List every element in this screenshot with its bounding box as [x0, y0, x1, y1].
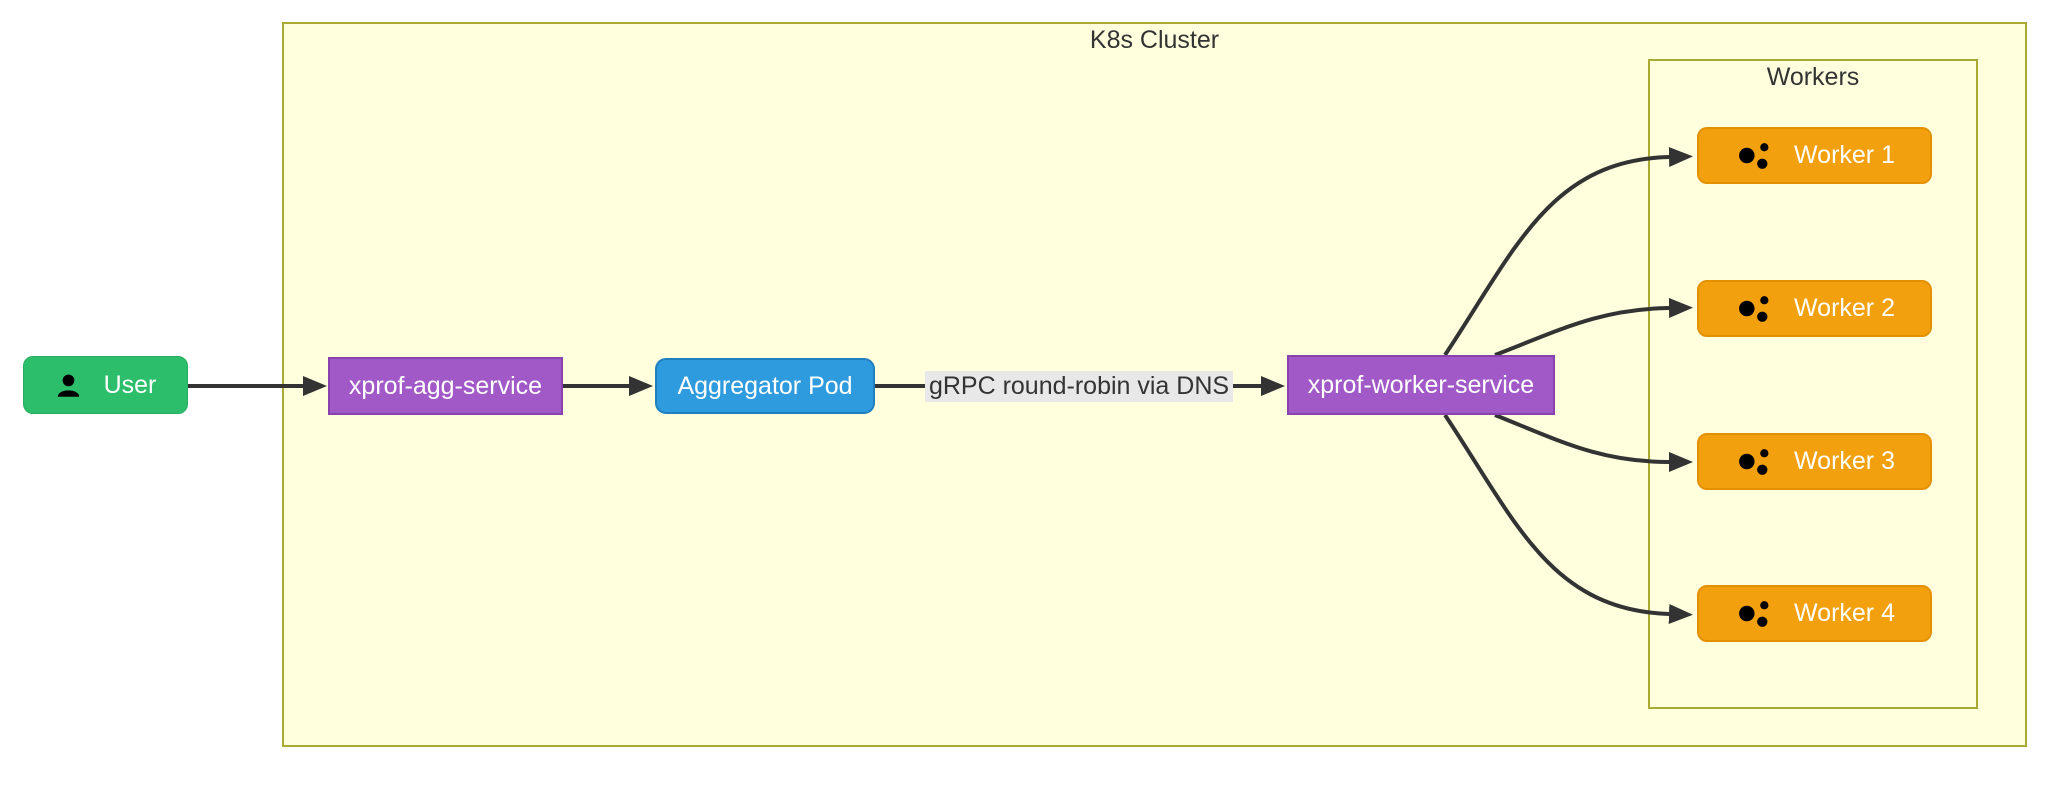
node-worker-4-label: Worker 4: [1794, 599, 1895, 627]
node-xprof-worker-service: xprof-worker-service: [1287, 355, 1555, 415]
gears-icon: [1734, 140, 1772, 172]
node-worker-2: Worker 2: [1697, 280, 1932, 337]
user-icon: [57, 374, 79, 397]
gears-icon: [1734, 598, 1772, 630]
node-worker-3-label: Worker 3: [1794, 447, 1895, 475]
k8s-cluster-title: K8s Cluster: [1089, 26, 1220, 54]
node-aggregator-pod: Aggregator Pod: [655, 358, 875, 414]
node-worker-1-label: Worker 1: [1794, 141, 1895, 169]
node-worker-4: Worker 4: [1697, 585, 1932, 642]
node-aggregator-pod-label: Aggregator Pod: [677, 371, 853, 400]
node-user: User: [23, 356, 188, 414]
node-worker-service-label: xprof-worker-service: [1307, 370, 1535, 399]
node-worker-1: Worker 1: [1697, 127, 1932, 184]
node-worker-2-label: Worker 2: [1794, 294, 1895, 322]
edge-label-grpc: gRPC round-robin via DNS: [925, 371, 1233, 402]
gears-icon: [1734, 446, 1772, 478]
node-agg-service-label: xprof-agg-service: [348, 371, 543, 400]
node-worker-3: Worker 3: [1697, 433, 1932, 490]
workers-title: Workers: [1766, 63, 1860, 91]
node-user-label: User: [103, 370, 157, 399]
node-xprof-agg-service: xprof-agg-service: [328, 357, 563, 415]
gears-icon: [1734, 293, 1772, 325]
